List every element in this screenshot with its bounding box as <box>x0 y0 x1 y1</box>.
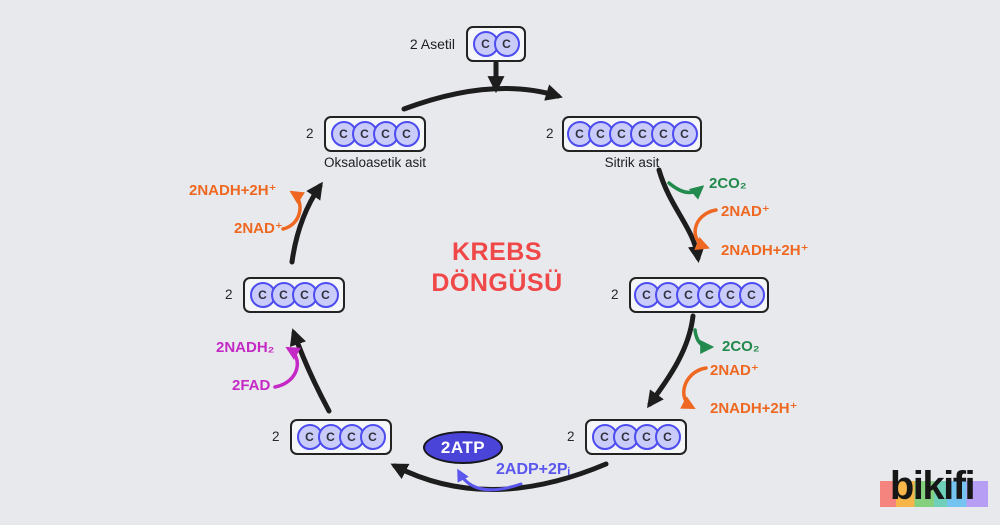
citrate-name: Sitrik asit <box>604 155 660 170</box>
adp-label: 2ADP+2Pᵢ <box>496 461 570 478</box>
arrow-lm-to-oxaloacetate <box>289 181 323 265</box>
nadh-label-bottom-right: 2NADH+2H⁺ <box>710 400 798 417</box>
carbon-circle: C <box>393 121 420 147</box>
oxaloacetate-name: Oksaloasetik asit <box>323 155 427 170</box>
nadh-label-top-right: 2NADH+2H⁺ <box>721 242 809 259</box>
four-carbon-bottom-right-count: 2 <box>567 429 575 444</box>
arrow-citrate-to-c6 <box>656 167 705 264</box>
title-line-2: DÖNGÜSÜ <box>431 269 563 297</box>
carbon-circle: C <box>654 424 681 450</box>
carbon-circle: C <box>738 282 765 308</box>
arrow-co2-bottom-right <box>693 328 715 354</box>
logo-text: bikifi <box>889 464 976 508</box>
carbon-circle: C <box>566 121 593 147</box>
carbon-circle: C <box>359 424 386 450</box>
logo-rainbow-stripe <box>880 481 988 507</box>
atp-badge: 2ATP <box>423 431 503 464</box>
bikifi-logo: bikifi <box>870 458 994 518</box>
arrow-nad-to-nadh-top-right <box>693 208 718 250</box>
arrow-nad-to-nadh-left <box>281 190 306 231</box>
arrow-fad-to-nadh2 <box>273 346 301 389</box>
four-carbon-bottom-left-count: 2 <box>272 429 280 444</box>
carbon-circle: C <box>312 282 339 308</box>
co2-label-top-right: 2CO₂ <box>709 175 747 192</box>
nadh2-label-left: 2NADH₂ <box>216 339 275 356</box>
title-line-1: KREBS <box>451 238 542 266</box>
arrow-c6-to-c4 <box>647 313 696 409</box>
arrow-acetyl-to-citrate <box>401 84 563 112</box>
arrow-co2-top-right <box>667 181 705 200</box>
acetyl-label: 2 Asetil <box>409 36 455 52</box>
arrow-nad-to-nadh-bottom-right <box>680 366 708 409</box>
nadh-label-top-left: 2NADH+2H⁺ <box>189 182 277 199</box>
citrate-count: 2 <box>546 126 554 141</box>
four-carbon-left-count: 2 <box>225 287 233 302</box>
nad-label-bottom-right: 2NAD⁺ <box>710 362 759 379</box>
diagram-title: KREBS DÖNGÜSÜ <box>397 237 597 299</box>
fad-label-left: 2FAD <box>232 377 271 394</box>
six-carbon-right-count: 2 <box>611 287 619 302</box>
co2-label-bottom-right: 2CO₂ <box>722 338 760 355</box>
nad-label-top-right: 2NAD⁺ <box>721 203 770 220</box>
carbon-circle: C <box>493 31 520 57</box>
arrow-bl-to-lm <box>289 328 332 414</box>
nad-label-top-left: 2NAD⁺ <box>234 220 283 237</box>
oxaloacetate-count: 2 <box>306 126 314 141</box>
carbon-circle: C <box>671 121 698 147</box>
